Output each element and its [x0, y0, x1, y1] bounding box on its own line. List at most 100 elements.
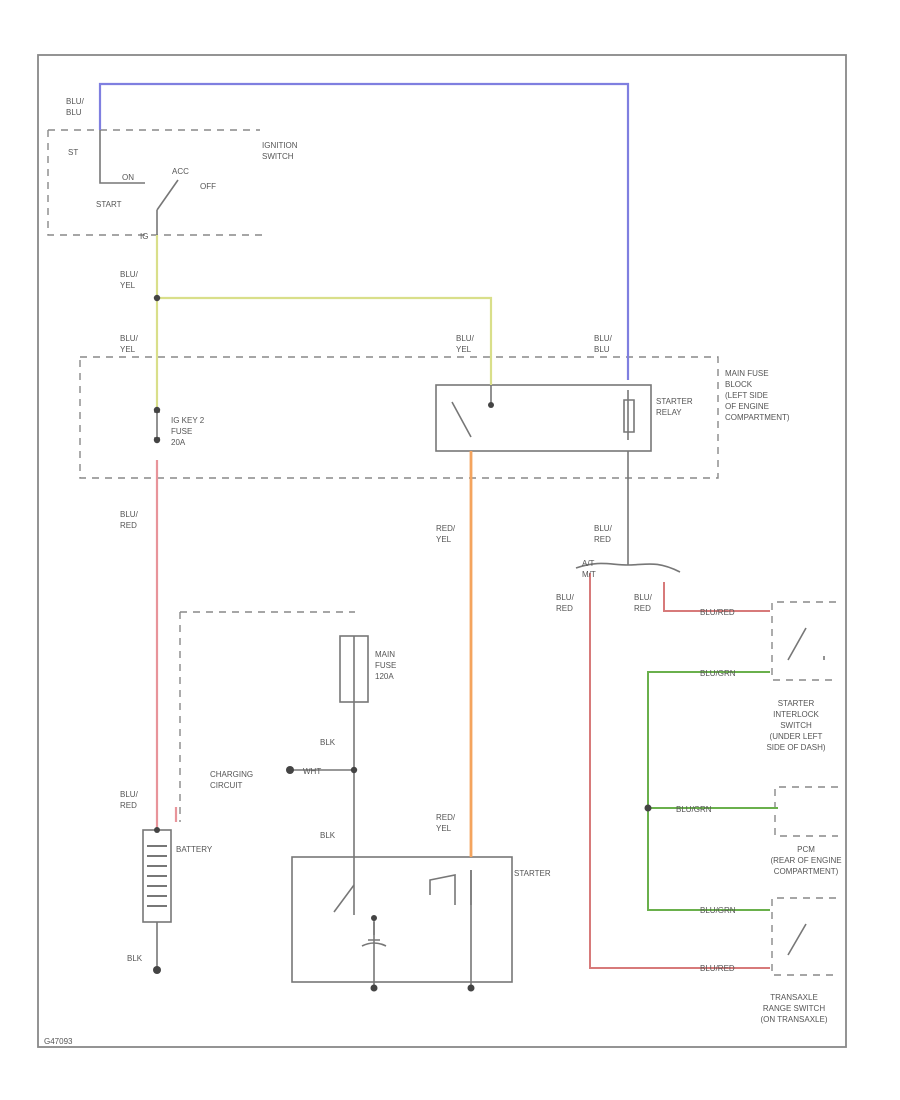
- label-line: BLK: [127, 954, 143, 963]
- label-line: STARTER: [656, 397, 693, 406]
- wire-blu-yel: [155, 235, 493, 410]
- label-line: BLU: [66, 108, 82, 117]
- label-line: SIDE OF DASH): [766, 743, 825, 752]
- label-at-mt: A/T M/T: [582, 559, 596, 579]
- label-line: FUSE: [375, 661, 396, 670]
- label-start: START: [96, 200, 122, 209]
- label-line: RED/: [436, 524, 456, 533]
- label-line: IG: [140, 232, 148, 241]
- label-line: BLU/: [120, 334, 139, 343]
- label-line: OFF: [200, 182, 216, 191]
- starter-interlock-switch-boundary: [771, 601, 836, 681]
- wire-blu-blu: [98, 82, 630, 380]
- label-line: RED: [634, 604, 651, 613]
- label-line: BLU/GRN: [700, 669, 736, 678]
- label-line: MAIN FUSE: [725, 369, 769, 378]
- battery-area-boundary: [179, 611, 355, 822]
- label-blu-yel-1: BLU/YEL: [120, 270, 139, 290]
- label-red-yel-1: RED/YEL: [436, 524, 456, 544]
- label-line: RANGE SWITCH: [763, 1004, 825, 1013]
- range-switch-contact: [787, 923, 807, 956]
- label-on: ON: [122, 173, 134, 182]
- label-line: BATTERY: [176, 845, 213, 854]
- label-line: FUSE: [171, 427, 192, 436]
- label-line: BLU/GRN: [676, 805, 712, 814]
- label-line: COMPARTMENT): [774, 867, 839, 876]
- ignition-switch-contacts: [99, 130, 179, 235]
- label-line: (UNDER LEFT: [770, 732, 823, 741]
- label-starter: STARTER: [514, 869, 551, 878]
- label-figure-id: G47093: [44, 1037, 73, 1046]
- label-line: BLU/: [594, 524, 613, 533]
- label-red-yel-2: RED/YEL: [436, 813, 456, 833]
- label-line: YEL: [436, 535, 452, 544]
- label-blu-blu-relay: BLU/BLU: [594, 334, 613, 354]
- label-line: SWITCH: [262, 152, 294, 161]
- label-line: BLK: [320, 831, 336, 840]
- label-line: RED: [594, 535, 611, 544]
- label-main-fuse: MAIN FUSE 120A: [375, 650, 396, 681]
- label-line: M/T: [582, 570, 596, 579]
- label-blu-blu: BLU/BLU: [66, 97, 85, 117]
- diagram-frame: [37, 54, 847, 1048]
- starter-motor-symbol: [333, 870, 472, 947]
- label-blk-gnd: BLK: [127, 954, 143, 963]
- label-line: BLU/: [120, 510, 139, 519]
- label-line: MAIN: [375, 650, 395, 659]
- wire-blu-red: [155, 460, 178, 830]
- starter-box: [291, 856, 513, 983]
- label-line: (ON TRANSAXLE): [761, 1015, 828, 1024]
- label-blu-red-1: BLU/RED: [120, 510, 139, 530]
- label-line: BLU/: [634, 593, 653, 602]
- label-blk: BLK: [320, 738, 336, 747]
- label-blu-yel-relay: BLU/YEL: [456, 334, 475, 354]
- label-wire-tag-3: BLU/GRN: [700, 906, 736, 915]
- label-wire-tag-4: BLU/RED: [700, 964, 735, 973]
- label-line: BLU/RED: [700, 608, 735, 617]
- interlock-switch-contact: [787, 627, 825, 661]
- label-line: BLU/: [594, 334, 613, 343]
- label-line: RED: [120, 801, 137, 810]
- label-line: (REAR OF ENGINE: [770, 856, 841, 865]
- label-line: COMPARTMENT): [725, 413, 790, 422]
- junction-dots: [153, 294, 652, 992]
- label-line: RELAY: [656, 408, 682, 417]
- ig-fuse-symbol: [154, 410, 160, 440]
- label-line: CIRCUIT: [210, 781, 243, 790]
- label-line: TRANSAXLE: [770, 993, 818, 1002]
- label-transaxle-range: TRANSAXLE RANGE SWITCH (ON TRANSAXLE): [761, 993, 828, 1024]
- label-line: YEL: [120, 281, 136, 290]
- label-st: ST: [68, 148, 78, 157]
- starter-relay-coil: [623, 390, 635, 440]
- label-line: BLU: [594, 345, 610, 354]
- label-line: IG KEY 2: [171, 416, 205, 425]
- label-acc: ACC: [172, 167, 189, 176]
- starter-relay-switch: [451, 385, 492, 438]
- label-line: 120A: [375, 672, 394, 681]
- wire-red-mt: [663, 582, 770, 612]
- label-line: ACC: [172, 167, 189, 176]
- label-line: BLU/: [556, 593, 575, 602]
- label-starter-relay: STARTER RELAY: [656, 397, 693, 417]
- wire-relay-out: [575, 451, 681, 573]
- label-ig-terminal: IG: [140, 232, 148, 241]
- label-line: G47093: [44, 1037, 73, 1046]
- label-line: RED: [556, 604, 573, 613]
- transaxle-range-switch-boundary: [771, 897, 836, 976]
- label-line: BLU/GRN: [700, 906, 736, 915]
- label-line: START: [96, 200, 122, 209]
- label-line: A/T: [582, 559, 595, 568]
- label-line: BLU/: [66, 97, 85, 106]
- label-off: OFF: [200, 182, 216, 191]
- label-wire-tag-1: BLU/RED: [700, 608, 735, 617]
- label-line: STARTER: [778, 699, 815, 708]
- label-wire-tag-2: BLU/GRN: [700, 669, 736, 678]
- label-line: RED: [120, 521, 137, 530]
- label-line: YEL: [436, 824, 452, 833]
- label-line: ST: [68, 148, 78, 157]
- label-line: BLK: [320, 738, 336, 747]
- wire-grn: [647, 671, 778, 911]
